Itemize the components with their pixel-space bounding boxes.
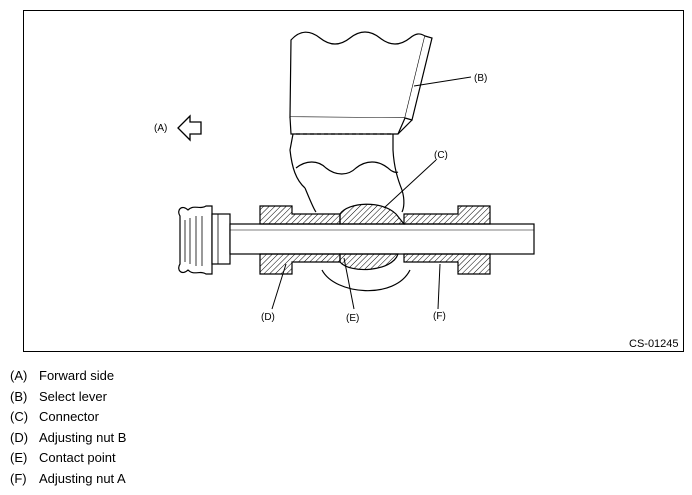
legend-key: (C) xyxy=(10,409,29,425)
legend-text: Select lever xyxy=(39,388,107,404)
legend-text: Contact point xyxy=(39,450,116,466)
legend-text: Adjusting nut A xyxy=(39,470,126,486)
diagram-frame xyxy=(23,10,684,352)
legend-text: Adjusting nut B xyxy=(39,429,127,445)
leader-lines xyxy=(271,76,472,310)
callout-a: (A) xyxy=(154,123,167,134)
callout-d: (D) xyxy=(261,312,275,323)
forward-arrow-icon xyxy=(177,114,202,142)
callout-e: (E) xyxy=(346,313,359,324)
legend-key: (B) xyxy=(10,388,28,404)
legend-item: (C) Connector xyxy=(0,407,692,428)
callout-f: (F) xyxy=(433,311,446,322)
figure-id: CS-01245 xyxy=(629,338,679,350)
diagram-figure: (A) (B) (C) (D) (E) (F) CS-01245 xyxy=(23,10,684,352)
legend-list: (A) Forward side (B) Select lever (C) Co… xyxy=(0,366,692,490)
legend-key: (D) xyxy=(10,429,29,445)
callout-c: (C) xyxy=(434,150,448,161)
legend-item: (B) Select lever xyxy=(0,387,692,408)
legend-item: (A) Forward side xyxy=(0,366,692,387)
legend-key: (E) xyxy=(10,450,28,466)
legend-item: (F) Adjusting nut A xyxy=(0,469,692,490)
callout-b: (B) xyxy=(474,73,487,84)
cable-rod-drawing xyxy=(178,203,535,275)
legend-text: Connector xyxy=(39,409,99,425)
legend-text: Forward side xyxy=(39,368,115,383)
legend-key: (F) xyxy=(10,470,27,486)
legend-item: (E) Contact point xyxy=(0,448,692,469)
select-lever-drawing xyxy=(289,31,433,292)
legend-item: (D) Adjusting nut B xyxy=(0,428,692,449)
legend-key: (A) xyxy=(10,368,28,383)
